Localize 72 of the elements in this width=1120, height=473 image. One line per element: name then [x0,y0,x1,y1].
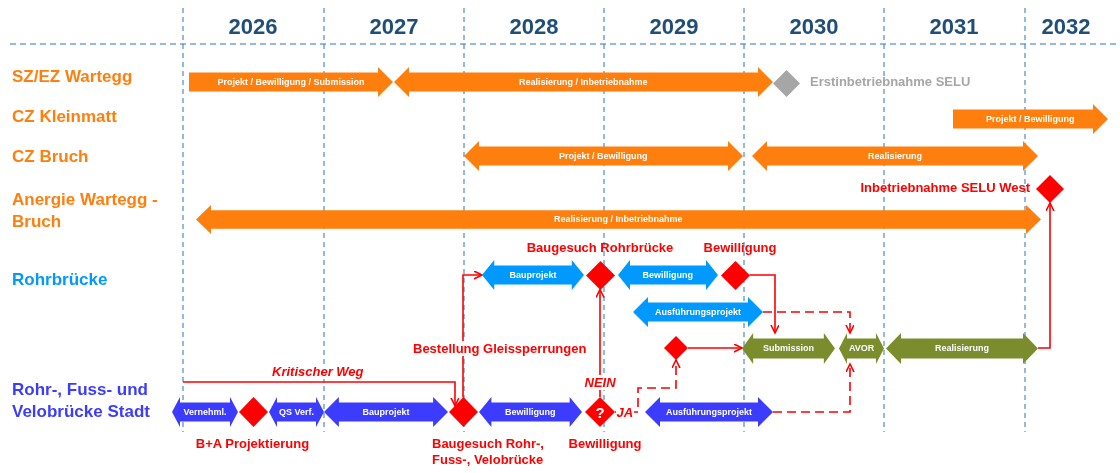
phase-label: Projekt / Bewilligung [559,150,648,162]
phase-label: Vernehml. [183,406,227,418]
phase-label: Realisierung / Inbetriebnahme [554,214,683,225]
phase-bar [618,260,718,290]
phase-bar [742,333,835,364]
milestone-diamond [721,261,750,290]
arrow [1037,202,1055,349]
phase-bar [269,397,324,427]
phase-bar [172,397,238,427]
milestone-label: Erstinbetriebnahme SELU [810,74,972,90]
year-label: 2026 [227,14,279,40]
year-label: 2027 [368,14,420,40]
phase-label: Ausführungsprojekt [655,306,741,318]
phase-label: Projekt / Bewilligung / Submission [217,76,365,88]
arrow [748,274,780,334]
milestone-label: B+A Projektierung [194,436,311,452]
phase-bar [394,67,773,97]
phase-bar [645,397,773,427]
phase-label: Ausführungsprojekt [666,406,752,418]
row-label: Anergie Wartegg - Bruch [12,189,159,233]
phase-label: Realisierung [868,150,923,162]
row-label: Rohrbrücke [12,269,109,291]
phase-bar [479,397,582,427]
phase-label: Bewilligung [505,406,556,418]
phase-bar [752,141,1038,171]
year-label: 2029 [648,14,700,40]
phase-label: Bauprojekt [509,269,557,281]
phase-bar [839,333,884,364]
dashed-arrow [614,359,681,413]
phase-label: Realisierung [935,343,990,354]
edge-label: Bestellung Gleissperrungen [412,340,588,356]
year-label: 2028 [508,14,560,40]
phase-label: Realisierung / Inbetriebnahme [519,76,648,88]
milestone-diamond [773,70,800,97]
phase-label: AVOR [849,343,875,354]
year-label: 2032 [1040,14,1092,40]
milestone-label: Baugesuch Rohr-, Fuss-, Velobrücke [432,436,545,468]
arrow [182,381,460,407]
milestone-diamond [664,336,688,360]
row-label: CZ Bruch [12,146,90,168]
dashed-arrow [762,311,855,334]
phase-bar [196,205,1041,234]
phase-label: Projekt / Bewilligung [986,113,1075,125]
arrow [462,270,483,399]
edge-label: NEIN [583,374,617,390]
milestone-label: Bewilligung [702,240,778,256]
phase-bar [482,260,584,290]
phase-label: Bewilligung [642,269,693,281]
year-label: 2031 [928,14,980,40]
arrow [687,343,743,353]
phase-bar [189,67,393,97]
year-label: 2030 [788,14,840,40]
milestone-diamond [586,261,615,290]
milestone-label: Bewilligung [567,436,643,452]
row-label: Rohr-, Fuss- und Velobrücke Stadt [12,379,151,423]
row-label: SZ/EZ Wartegg [12,66,134,88]
row-label: CZ Kleinmatt [12,106,118,128]
phase-bar [464,141,743,171]
phase-label: QS Verf. [279,406,314,418]
phase-bar [324,397,448,427]
phase-bar [886,333,1038,364]
milestone-label: Inbetriebnahme SELU West [859,180,1030,196]
dashed-arrow [772,363,855,413]
arrow [595,288,605,398]
milestone-diamond [585,397,615,427]
phase-bar [633,297,763,327]
phase-label: Bauprojekt [362,406,410,418]
milestone-diamond [1036,175,1064,203]
phase-label: Submission [763,343,814,354]
phase-bar [953,104,1108,134]
question-mark: ? [595,403,605,421]
milestone-label: Baugesuch Rohrbrücke [525,240,675,256]
